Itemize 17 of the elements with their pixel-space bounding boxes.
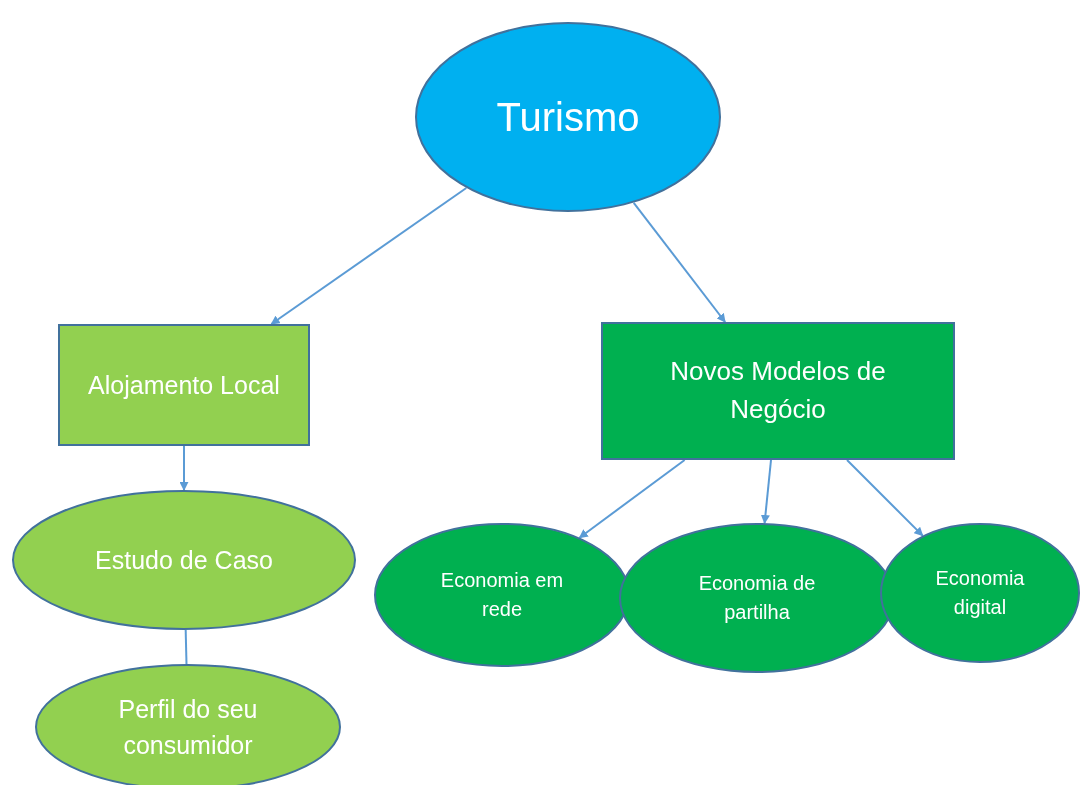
node-label: Economia de partilha bbox=[697, 571, 817, 625]
process-box bbox=[601, 322, 955, 460]
arrow bbox=[179, 445, 189, 491]
arrow bbox=[846, 459, 924, 537]
node-label: Economia digital bbox=[934, 566, 1026, 620]
node-label: Turismo bbox=[496, 94, 640, 141]
arrow bbox=[632, 201, 727, 323]
process-box bbox=[58, 324, 310, 446]
arrow bbox=[578, 459, 686, 539]
connector-line bbox=[184, 629, 188, 665]
arrow bbox=[270, 187, 468, 325]
arrow bbox=[760, 459, 772, 525]
node-label: Estudo de Caso bbox=[95, 544, 273, 576]
node-label: Alojamento Local bbox=[88, 369, 280, 401]
node-label: Novos Modelos de Negócio bbox=[669, 355, 887, 426]
node-label: Economia em rede bbox=[439, 568, 565, 622]
node-label: Perfil do seu consumidor bbox=[117, 693, 259, 761]
